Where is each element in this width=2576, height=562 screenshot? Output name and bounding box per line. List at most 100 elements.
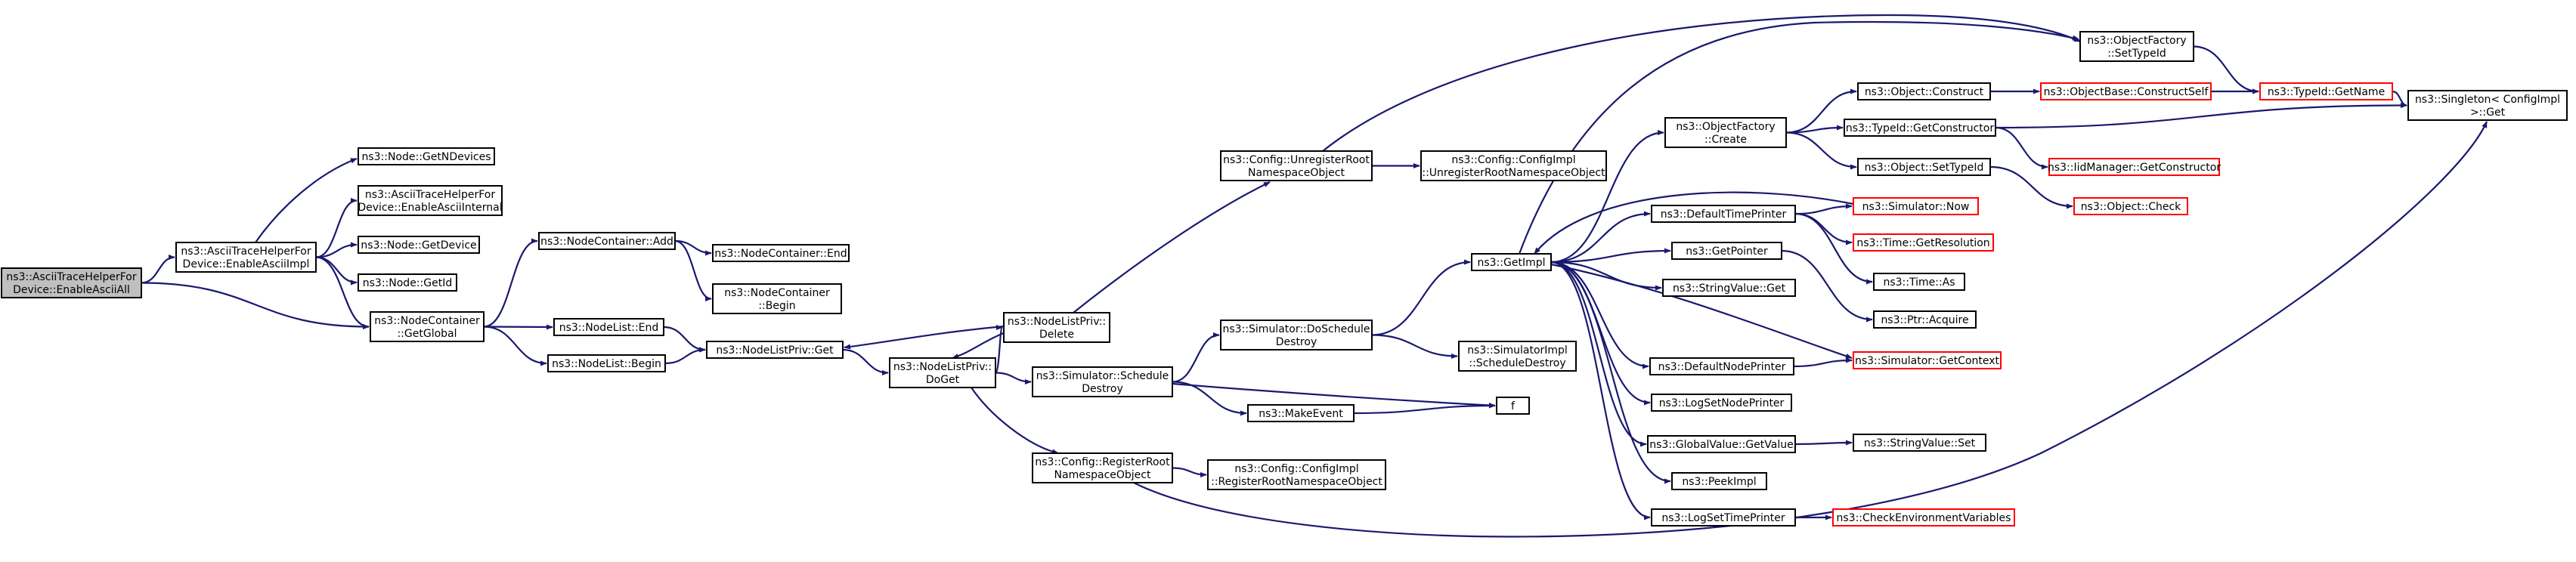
node-label: ns3::Simulator::Now (1862, 201, 1970, 213)
edge-node-list-end-to-node-list-priv-get (663, 326, 706, 353)
node-time-get-resolution[interactable]: ns3::Time::GetResolution (1853, 233, 1994, 252)
node-label: ns3::Object::Construct (1865, 86, 1984, 98)
node-config-unregister-root[interactable]: ns3::Config::UnregisterRootNamespaceObje… (1220, 150, 1373, 181)
edge-node-list-priv-delete-to-node-list-priv-do-get (952, 331, 1006, 360)
edge-object-factory-create-to-object-construct (1785, 88, 1857, 134)
node-node-list-priv-do-get[interactable]: ns3::NodeListPriv::DoGet (889, 357, 996, 388)
node-node-list-priv-delete[interactable]: ns3::NodeListPriv::Delete (1003, 312, 1110, 343)
node-label: ns3::TypeId::GetName (2268, 86, 2385, 98)
node-label: ns3::StringValue::Set (1864, 437, 1976, 449)
node-label: ns3::GetImpl (1477, 257, 1545, 269)
node-label: ns3::Config::RegisterRoot (1035, 456, 1170, 468)
node-node-container-add[interactable]: ns3::NodeContainer::Add (538, 232, 676, 250)
node-simulator-impl-schedule-destroy[interactable]: ns3::SimulatorImpl::ScheduleDestroy (1458, 341, 1577, 372)
node-node-container-begin[interactable]: ns3::NodeContainer::Begin (712, 283, 842, 314)
edge-enable-ascii-impl-to-node-get-device (315, 242, 358, 258)
edge-type-id-get-constructor-to-iid-manager-get-constructor (1995, 126, 2048, 170)
node-config-register-root[interactable]: ns3::Config::RegisterRootNamespaceObject (1032, 452, 1173, 483)
node-ptr-acquire[interactable]: ns3::Ptr::Acquire (1873, 310, 1977, 329)
node-node-get-device[interactable]: ns3::Node::GetDevice (358, 236, 480, 254)
edge-get-impl-to-peek-impl (1550, 261, 1671, 484)
node-label: ::Create (1704, 134, 1747, 146)
node-string-value-get[interactable]: ns3::StringValue::Get (1662, 279, 1796, 297)
edge-enable-ascii-all-to-node-container-get-global (141, 282, 370, 330)
node-simulator-get-context[interactable]: ns3::Simulator::GetContext (1853, 351, 2002, 369)
node-default-time-printer[interactable]: ns3::DefaultTimePrinter (1651, 205, 1796, 223)
edge-config-unregister-root-to-object-factory-set-type-id (1322, 14, 2081, 152)
node-singleton-get[interactable]: ns3::Singleton< ConfigImpl >::Get (2407, 90, 2568, 121)
node-log-set-node-printer[interactable]: ns3::LogSetNodePrinter (1651, 394, 1792, 412)
node-label: ns3::Object::Check (2081, 201, 2181, 213)
node-label: f (1511, 400, 1516, 412)
node-type-id-get-name[interactable]: ns3::TypeId::GetName (2259, 82, 2393, 100)
node-object-factory-set-type-id[interactable]: ns3::ObjectFactory::SetTypeId (2079, 31, 2194, 62)
edge-simulator-schedule-destroy-to-simulator-do-schedule-destroy (1172, 332, 1220, 383)
edge-type-id-get-constructor-to-singleton-get (1995, 102, 2407, 129)
node-get-pointer[interactable]: ns3::GetPointer (1671, 242, 1782, 260)
node-label: NamespaceObject (1054, 469, 1151, 481)
node-f[interactable]: f (1496, 397, 1530, 415)
edge-default-time-printer-to-simulator-now (1794, 203, 1853, 215)
edge-simulator-do-schedule-destroy-to-get-impl (1371, 259, 1471, 336)
node-label: ns3::MakeEvent (1259, 408, 1343, 420)
node-label: Device::EnableAsciiInternal (358, 202, 502, 214)
edge-object-factory-create-to-type-id-get-constructor (1785, 125, 1844, 134)
node-label: ns3::StringValue::Get (1673, 283, 1786, 295)
node-label: Device::EnableAsciiAll (13, 284, 130, 296)
node-label: Device::EnableAsciiImpl (183, 258, 310, 270)
edge-get-impl-to-get-pointer (1550, 248, 1671, 264)
node-simulator-now[interactable]: ns3::Simulator::Now (1853, 197, 1979, 215)
node-object-set-type-id[interactable]: ns3::Object::SetTypeId (1857, 158, 1991, 176)
node-label: ns3::Config::UnregisterRoot (1223, 154, 1370, 166)
node-label: ns3::NodeContainer::End (714, 248, 847, 260)
node-iid-manager-get-constructor[interactable]: ns3::IidManager::GetConstructor (2048, 158, 2221, 176)
node-label: ns3::ObjectBase::ConstructSelf (2044, 86, 2209, 98)
node-object-check[interactable]: ns3::Object::Check (2073, 197, 2188, 215)
node-node-get-id[interactable]: ns3::Node::GetId (358, 273, 457, 292)
node-label: Delete (1039, 329, 1074, 341)
node-get-impl[interactable]: ns3::GetImpl (1471, 253, 1552, 271)
node-node-get-n-devices[interactable]: ns3::Node::GetNDevices (358, 147, 495, 165)
node-simulator-schedule-destroy[interactable]: ns3::Simulator::ScheduleDestroy (1032, 366, 1173, 397)
node-node-list-begin[interactable]: ns3::NodeList::Begin (547, 354, 666, 372)
node-object-factory-create[interactable]: ns3::ObjectFactory::Create (1664, 117, 1787, 148)
node-object-construct[interactable]: ns3::Object::Construct (1857, 82, 1991, 100)
node-label: ns3::NodeListPriv::Get (716, 344, 834, 357)
node-time-as[interactable]: ns3::Time::As (1873, 273, 1965, 291)
edge-type-id-get-name-to-singleton-get (2392, 90, 2407, 109)
node-node-container-get-global[interactable]: ns3::NodeContainer::GetGlobal (370, 311, 485, 342)
edge-make-event-to-f (1353, 403, 1496, 415)
node-node-list-priv-get[interactable]: ns3::NodeListPriv::Get (706, 341, 844, 359)
node-make-event[interactable]: ns3::MakeEvent (1247, 404, 1355, 422)
edge-enable-ascii-impl-to-node-get-id (315, 256, 358, 286)
edge-get-impl-to-string-value-get (1550, 261, 1662, 291)
node-check-environment-variables[interactable]: ns3::CheckEnvironmentVariables (1832, 508, 2015, 526)
edge-node-list-priv-get-to-node-list-priv-do-get (842, 348, 889, 376)
edge-get-impl-to-simulator-get-context (1550, 263, 1853, 360)
node-node-container-end[interactable]: ns3::NodeContainer::End (712, 244, 850, 262)
edge-node-list-priv-do-get-to-config-register-root (971, 387, 1059, 455)
node-config-impl-unregister[interactable]: ns3::Config::ConfigImpl::UnregisterRootN… (1420, 150, 1607, 181)
node-default-node-printer[interactable]: ns3::DefaultNodePrinter (1649, 357, 1794, 375)
node-global-value-get-value[interactable]: ns3::GlobalValue::GetValue (1647, 435, 1796, 453)
node-object-base-construct-self[interactable]: ns3::ObjectBase::ConstructSelf (2040, 82, 2212, 100)
node-peek-impl[interactable]: ns3::PeekImpl (1671, 472, 1767, 490)
node-label: ns3::DefaultTimePrinter (1661, 208, 1787, 221)
node-label: ::UnregisterRootNamespaceObject (1422, 167, 1605, 179)
node-label: ::SetTypeId (2107, 48, 2166, 60)
node-label: NamespaceObject (1248, 167, 1345, 179)
node-type-id-get-constructor[interactable]: ns3::TypeId::GetConstructor (1844, 119, 1996, 137)
node-label: DoGet (926, 374, 960, 386)
node-string-value-set[interactable]: ns3::StringValue::Set (1853, 434, 1986, 452)
node-config-impl-register[interactable]: ns3::Config::ConfigImpl::RegisterRootNam… (1207, 459, 1386, 490)
node-log-set-time-printer[interactable]: ns3::LogSetTimePrinter (1651, 508, 1796, 526)
node-label: ns3::CheckEnvironmentVariables (1837, 512, 2011, 524)
node-label: ns3::ObjectFactory (1676, 121, 1775, 133)
node-label: ns3::GlobalValue::GetValue (1649, 439, 1793, 451)
node-enable-ascii-impl[interactable]: ns3::AsciiTraceHelperForDevice::EnableAs… (175, 242, 317, 273)
node-node-list-end[interactable]: ns3::NodeList::End (553, 318, 664, 336)
node-enable-ascii-internal[interactable]: ns3::AsciiTraceHelperForDevice::EnableAs… (358, 185, 503, 216)
node-label: ns3::NodeListPriv:: (1008, 316, 1106, 328)
edge-get-impl-to-default-time-printer (1550, 211, 1651, 264)
